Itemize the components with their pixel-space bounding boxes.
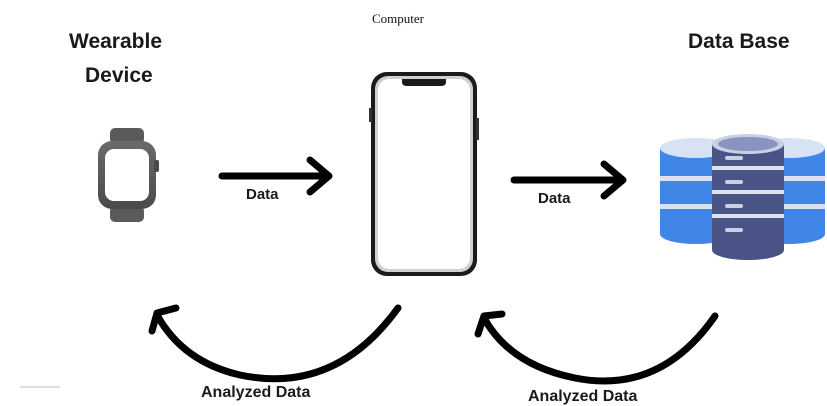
smartwatch-icon bbox=[98, 128, 159, 222]
diagram-top-title: Computer bbox=[372, 11, 424, 26]
edge-label-computer-to-wearable: Analyzed Data bbox=[201, 384, 311, 401]
arrow-computer-to-wearable bbox=[148, 304, 402, 383]
wearable-label-line2: Device bbox=[85, 64, 153, 87]
edge-label-database-to-computer: Analyzed Data bbox=[528, 388, 638, 405]
edge-label-wearable-to-computer: Data bbox=[246, 186, 279, 203]
database-label: Data Base bbox=[688, 30, 790, 53]
edge-label-computer-to-database: Data bbox=[538, 190, 571, 207]
database-icon bbox=[660, 134, 825, 260]
arrow-database-to-computer bbox=[474, 310, 719, 385]
arrow-wearable-to-computer bbox=[218, 156, 333, 196]
wearable-label-line1: Wearable bbox=[69, 30, 162, 53]
arrow-computer-to-database bbox=[510, 160, 627, 200]
smartphone-icon bbox=[369, 72, 479, 276]
